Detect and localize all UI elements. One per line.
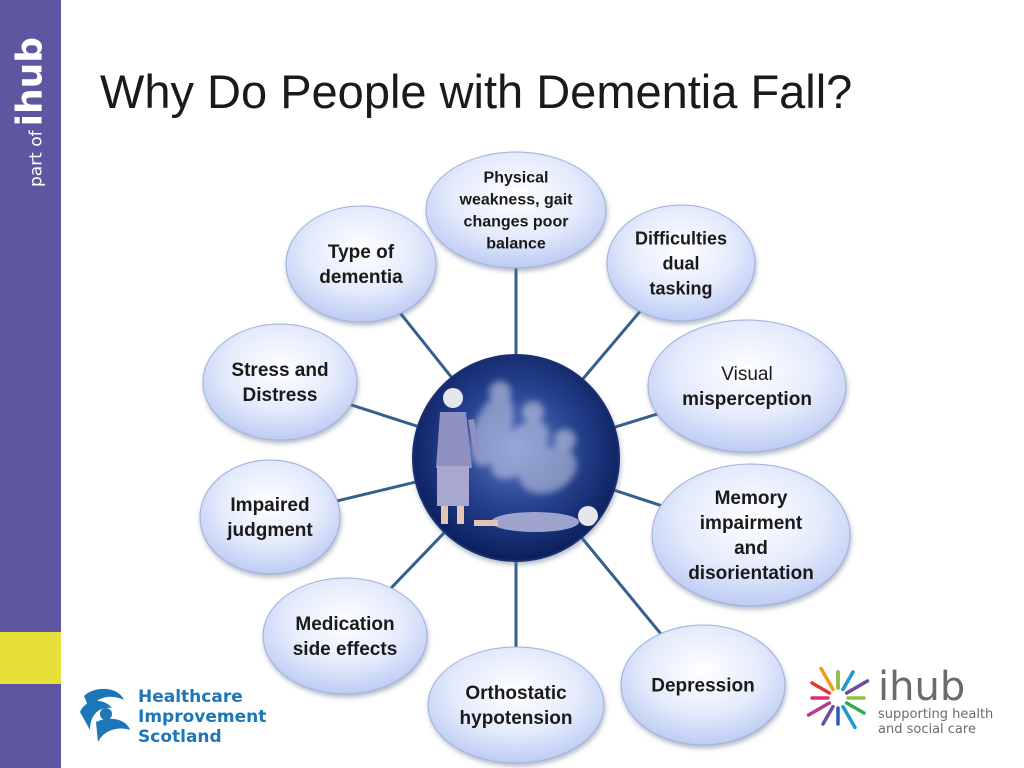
ihub-logo-name: ihub: [878, 664, 965, 710]
node-stress-label-1: Stress and: [231, 360, 328, 381]
node-dementia-type-shape: [285, 205, 437, 323]
node-memory-shape: [651, 463, 851, 607]
his-line-1: Healthcare: [138, 687, 243, 707]
node-medication-shape: [262, 577, 428, 695]
ihub-burst-ray: [844, 679, 870, 695]
node-stress-shape: [202, 323, 358, 441]
ihub-burst-ray: [819, 666, 835, 692]
ihub-burst-ray: [821, 704, 835, 726]
node-memory-label-1: Memory: [715, 488, 788, 509]
his-line-2: Improvement: [138, 707, 266, 727]
ihub-tagline-2: and social care: [878, 722, 976, 737]
node-medication-label-1: Medication: [295, 614, 394, 635]
node-medication-label-2: side effects: [293, 639, 398, 660]
ihub-burst-icon: [806, 666, 870, 730]
node-physical-label-3: changes poor: [464, 214, 569, 231]
ihub-burst-ray: [841, 704, 857, 730]
ihub-tagline-1: supporting health: [878, 707, 993, 722]
node-dual-tasking-shape: [606, 204, 756, 322]
node-judgment-label-2: judgment: [226, 520, 313, 541]
ihub-burst-ray: [844, 701, 866, 715]
node-dual-tasking: Difficulties dual tasking: [606, 204, 756, 322]
node-dementia-type: Type of dementia: [285, 205, 437, 323]
node-dual-tasking-label-1: Difficulties: [635, 228, 727, 248]
node-physical-label-2: weakness, gait: [459, 192, 574, 209]
node-memory: Memory impairment and disorientation: [651, 463, 851, 607]
ihub-burst-ray: [806, 701, 832, 717]
center-circle: [412, 354, 620, 562]
node-dementia-type-label-1: Type of: [328, 242, 395, 263]
node-orthostatic: Orthostatic hypotension: [427, 646, 605, 764]
node-memory-label-2: impairment: [700, 513, 803, 534]
his-line-3: Scotland: [138, 727, 222, 747]
sidebar-accent-bar: [0, 632, 61, 684]
node-depression: Depression: [620, 624, 786, 746]
node-dual-tasking-label-3: tasking: [649, 278, 712, 298]
node-visual: Visual misperception: [647, 319, 847, 453]
node-memory-label-3: and: [734, 538, 768, 559]
node-dementia-type-label-2: dementia: [319, 267, 403, 288]
fallen-woman-figure: [474, 506, 598, 532]
node-judgment: Impaired judgment: [199, 459, 341, 575]
ihub-burst-ray: [841, 670, 855, 692]
ihub-logo: ihub supporting health and social care: [806, 664, 993, 737]
his-swirl-icon: [80, 688, 130, 742]
node-orthostatic-label-2: hypotension: [460, 708, 573, 729]
node-judgment-shape: [199, 459, 341, 575]
node-judgment-label-1: Impaired: [230, 495, 309, 516]
diagram-nodes: Physical weakness, gait changes poor balanc…: [199, 151, 851, 764]
slide-title: Why Do People with Dementia Fall?: [100, 65, 853, 118]
node-visual-label-1: Visual: [721, 364, 772, 385]
node-visual-shape: [647, 319, 847, 453]
healthcare-improvement-scotland-logo: Healthcare Improvement Scotland: [80, 687, 266, 747]
node-physical: Physical weakness, gait changes poor balanc…: [425, 151, 607, 269]
ihub-burst-ray: [810, 681, 832, 695]
node-physical-label-1: Physical: [484, 170, 549, 187]
node-memory-label-4: disorientation: [688, 563, 814, 584]
node-orthostatic-shape: [427, 646, 605, 764]
node-dual-tasking-label-2: dual: [662, 253, 699, 273]
standing-woman-figure: [436, 388, 480, 524]
node-medication: Medication side effects: [262, 577, 428, 695]
node-physical-label-4: balance: [486, 236, 546, 253]
node-stress-label-2: Distress: [243, 385, 318, 406]
node-physical-shape: [425, 151, 607, 269]
node-depression-shape: [620, 624, 786, 746]
sidebar: part of ihub: [0, 0, 61, 768]
falling-woman-illustration: [436, 381, 598, 532]
node-visual-label-2: misperception: [682, 389, 812, 410]
node-depression-label-1: Depression: [651, 676, 754, 697]
node-orthostatic-label-1: Orthostatic: [465, 683, 567, 704]
